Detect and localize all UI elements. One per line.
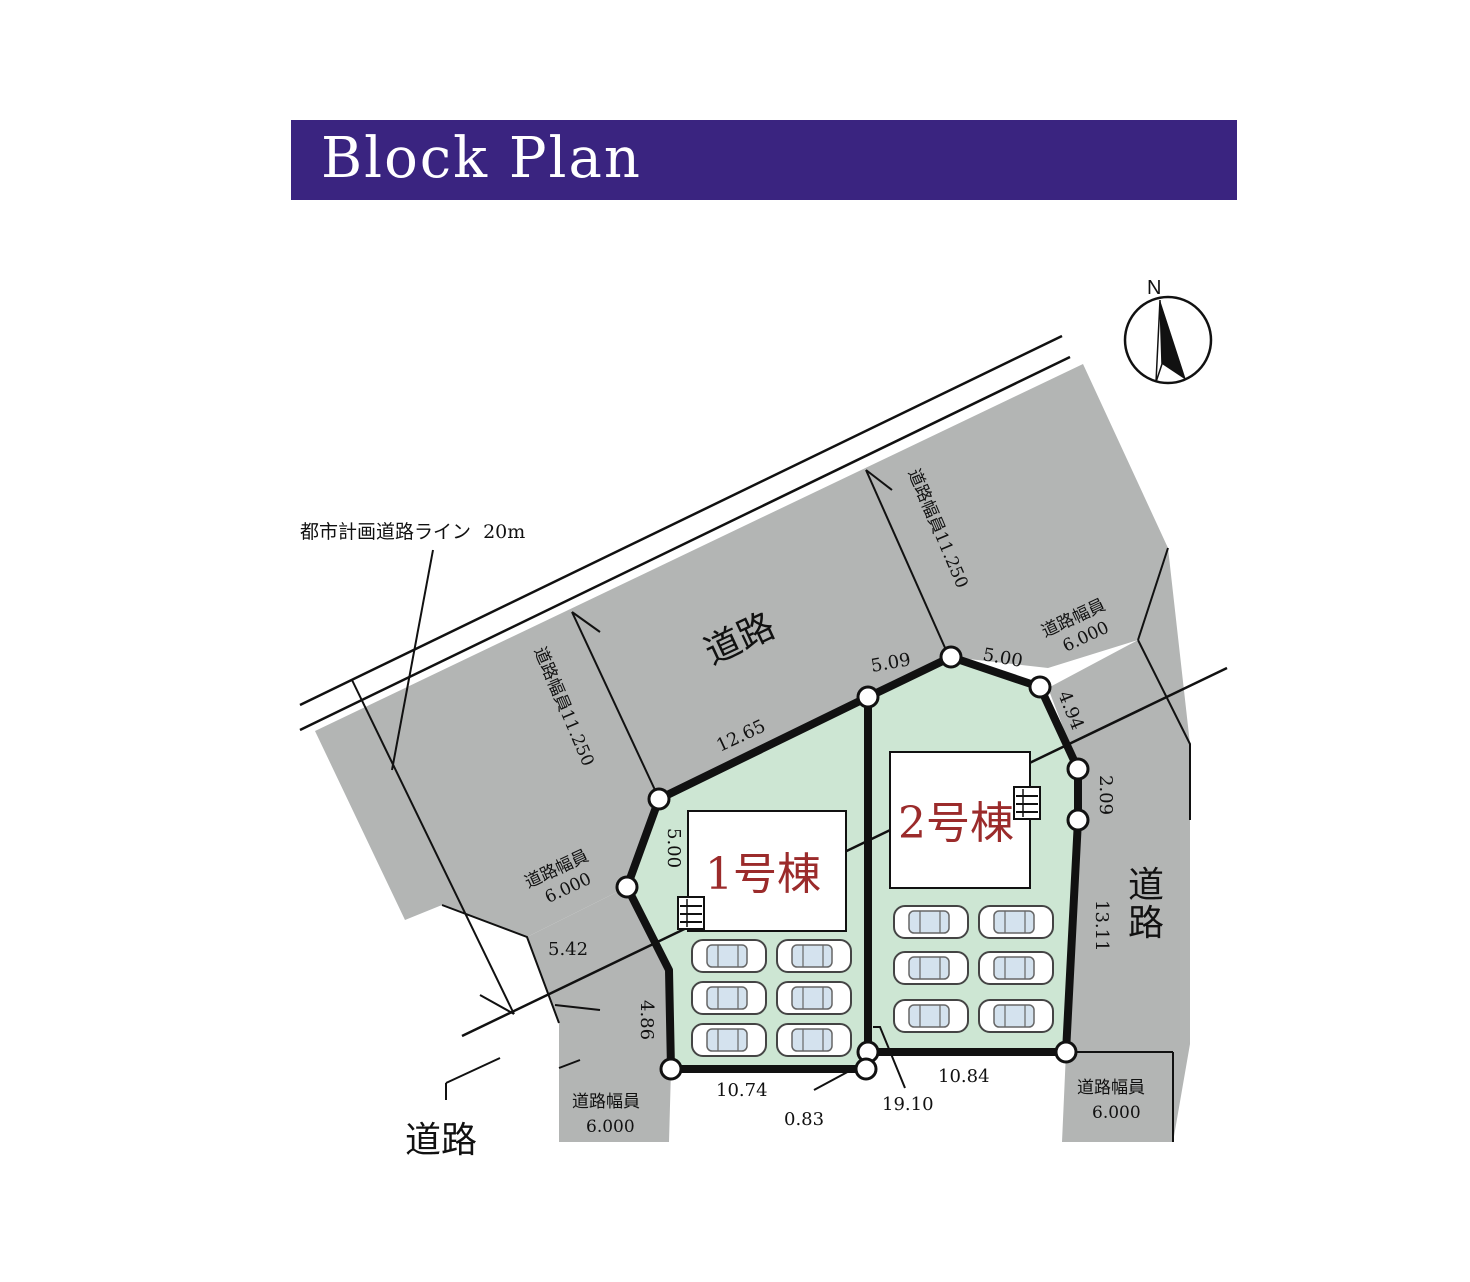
building-1	[687, 810, 847, 932]
svg-text:6.000: 6.000	[586, 1117, 635, 1137]
svg-text:6.000: 6.000	[1092, 1103, 1141, 1123]
planning-line-north	[299, 334, 1063, 707]
city-planning-line-label: 都市計画道路ライン 20m	[300, 521, 525, 543]
svg-text:道路幅員: 道路幅員	[572, 1092, 640, 1112]
dim-10-74: 10.74	[716, 1080, 768, 1101]
title-bar: Block Plan	[291, 120, 1237, 200]
planning-width-dim	[351, 679, 515, 1015]
road-width-dim-right	[865, 469, 947, 651]
dim-10-84: 10.84	[938, 1066, 990, 1087]
page-title: Block Plan	[321, 126, 642, 191]
road-label-east-1: 道	[1128, 865, 1164, 906]
dim-4-86: 4.86	[636, 1000, 657, 1040]
road-east	[1048, 548, 1190, 1142]
north-arrow-icon	[1123, 295, 1213, 385]
road-north	[315, 364, 1168, 937]
utility-meter-2	[1013, 786, 1041, 820]
dim-0-83: 0.83	[784, 1109, 824, 1130]
road-width-dim-left	[571, 611, 656, 791]
dim-13-11: 13.11	[1091, 900, 1112, 952]
dim-19-10: 19.10	[882, 1094, 934, 1115]
utility-meter-1	[677, 896, 705, 930]
road-south-west	[527, 887, 671, 1142]
planning-line-north-2	[299, 355, 1071, 732]
road-label-east-2: 路	[1128, 903, 1164, 944]
survey-points	[615, 645, 1090, 1081]
dim-2-09: 2.09	[1095, 775, 1116, 815]
svg-text:道路幅員: 道路幅員	[1077, 1078, 1145, 1098]
road-width-6000-se: 道路幅員 6.000	[1077, 1078, 1145, 1123]
building-2	[889, 751, 1031, 889]
dim-5-00-left: 5.00	[663, 828, 684, 868]
north-label: N	[1147, 277, 1161, 299]
road-label-southwest: 道路	[405, 1120, 477, 1161]
building-1-label: 1号棟	[705, 849, 821, 900]
road-width-6000-sw: 道路幅員 6.000	[572, 1092, 640, 1137]
building-2-label: 2号棟	[898, 798, 1014, 849]
dim-5-42: 5.42	[548, 939, 588, 960]
